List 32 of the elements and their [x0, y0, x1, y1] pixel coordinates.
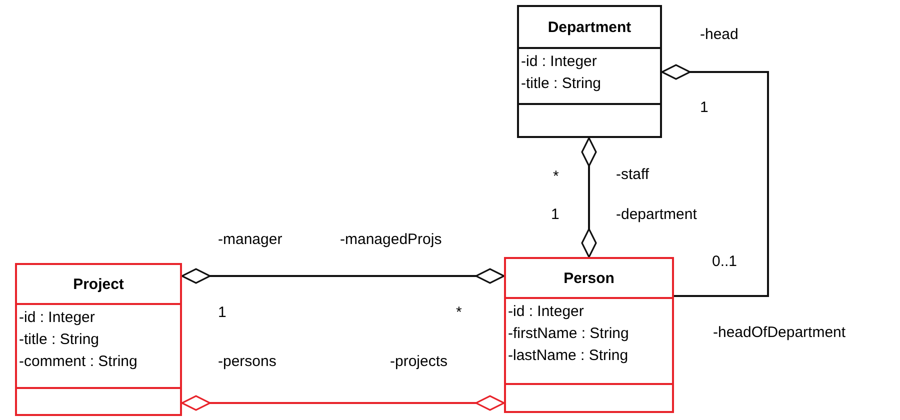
attribute-text: -id : Integer: [508, 302, 584, 322]
class-box: [15, 263, 182, 416]
attribute-text: -lastName : String: [508, 346, 628, 366]
attribute-text: -id : Integer: [19, 308, 95, 328]
aggregation-line: [661, 64, 769, 297]
role-label: -persons: [218, 353, 276, 371]
role-label: 1: [218, 304, 226, 322]
role-label: -staff: [616, 166, 650, 184]
role-label: -department: [616, 206, 697, 224]
role-label: 1: [700, 99, 708, 117]
class-name: Department: [548, 18, 632, 36]
role-label: *: [553, 168, 559, 186]
role-label: -head: [700, 26, 738, 44]
attribute-text: -comment : String: [19, 352, 138, 372]
role-label: -headOfDepartment: [713, 324, 846, 342]
class-box: [517, 5, 662, 138]
role-label: *: [456, 304, 462, 322]
role-label: -manager: [218, 231, 282, 249]
role-label: 1: [551, 206, 560, 224]
attribute-text: -id : Integer: [521, 52, 597, 72]
role-label: -projects: [390, 353, 448, 371]
aggregation-line: [181, 395, 505, 411]
class-box: [504, 257, 674, 413]
attribute-text: -title : String: [521, 74, 602, 94]
role-label: 0..1: [712, 253, 738, 271]
role-label: -managedProjs: [340, 231, 442, 249]
attribute-text: -title : String: [19, 330, 100, 350]
attribute-text: -firstName : String: [508, 324, 629, 344]
aggregation-line: [581, 137, 597, 258]
class-name: Project: [73, 276, 124, 292]
class-name: Person: [564, 270, 614, 286]
aggregation-line: [181, 268, 505, 284]
